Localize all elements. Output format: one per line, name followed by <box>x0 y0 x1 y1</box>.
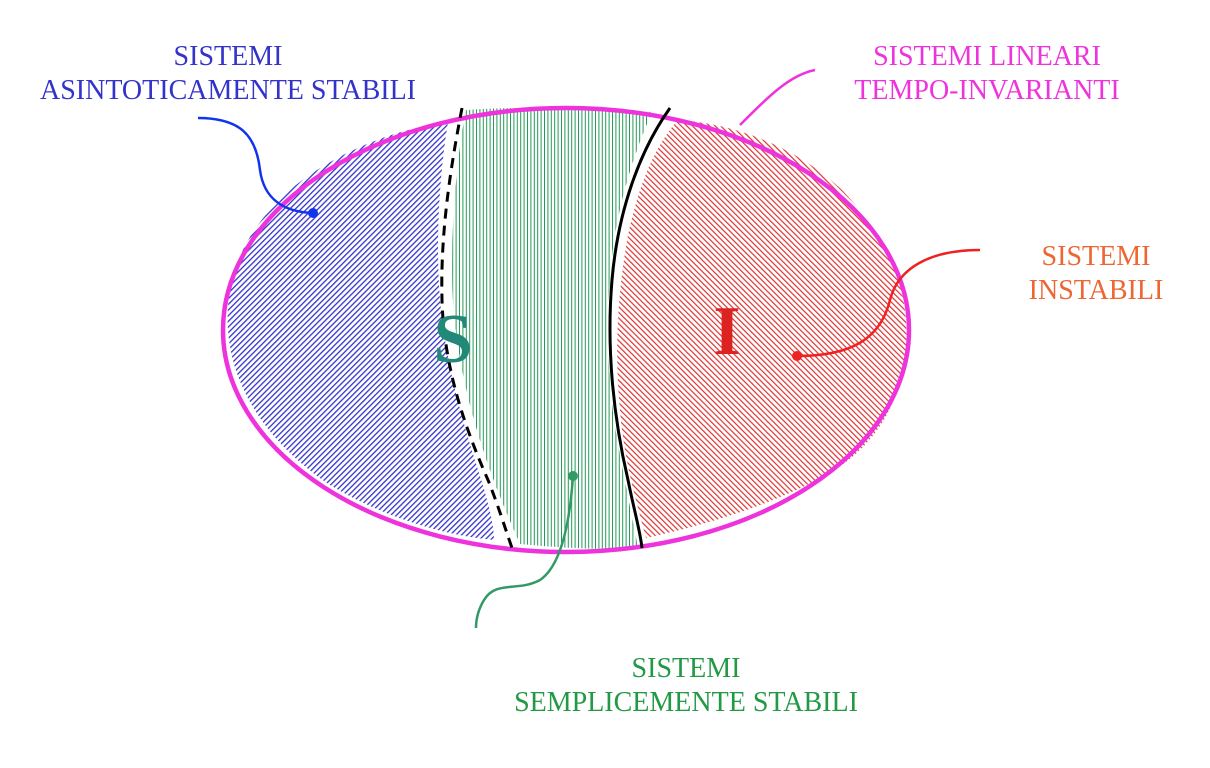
label-lti-line1: SISTEMI LINEARI <box>873 41 1101 72</box>
boundary-solid <box>608 107 672 549</box>
label-unstable: SISTEMI INSTABILI <box>1018 240 1174 308</box>
label-asymptotically-stable: SISTEMI ASINTOTICAMENTE STABILI <box>10 40 446 108</box>
label-lti-line2: TEMPO-INVARIANTI <box>854 75 1120 106</box>
label-asymptotically-stable-line2: ASINTOTICAMENTE STABILI <box>40 75 416 106</box>
unstable-letter: I <box>713 293 740 370</box>
region-asymptotically-stable <box>227 122 494 540</box>
pointer-unstable <box>796 248 981 358</box>
pointer-dot-simply-stable <box>568 471 578 481</box>
label-unstable-line2: INSTABILI <box>1028 275 1164 306</box>
pointer-dot-asymptotically-stable <box>308 208 318 218</box>
region-simply-stable <box>452 107 652 549</box>
pointer-lti <box>739 68 816 126</box>
stable-letter: S <box>434 301 473 378</box>
pointer-asymptotically-stable <box>197 116 314 215</box>
lti-set-ellipse <box>220 105 912 555</box>
label-unstable-line1: SISTEMI <box>1041 241 1151 272</box>
label-simply-stable-line1: SISTEMI <box>631 653 741 684</box>
pointer-simply-stable <box>474 475 575 629</box>
region-unstable <box>617 120 907 538</box>
boundary-dashed <box>440 107 514 549</box>
pointer-dot-unstable <box>792 351 802 361</box>
label-simply-stable-line2: SEMPLICEMENTE STABILI <box>514 687 858 718</box>
label-simply-stable: SISTEMI SEMPLICEMENTE STABILI <box>486 652 886 720</box>
label-lti: SISTEMI LINEARI TEMPO-INVARIANTI <box>822 40 1152 108</box>
label-asymptotically-stable-line1: SISTEMI <box>173 41 283 72</box>
